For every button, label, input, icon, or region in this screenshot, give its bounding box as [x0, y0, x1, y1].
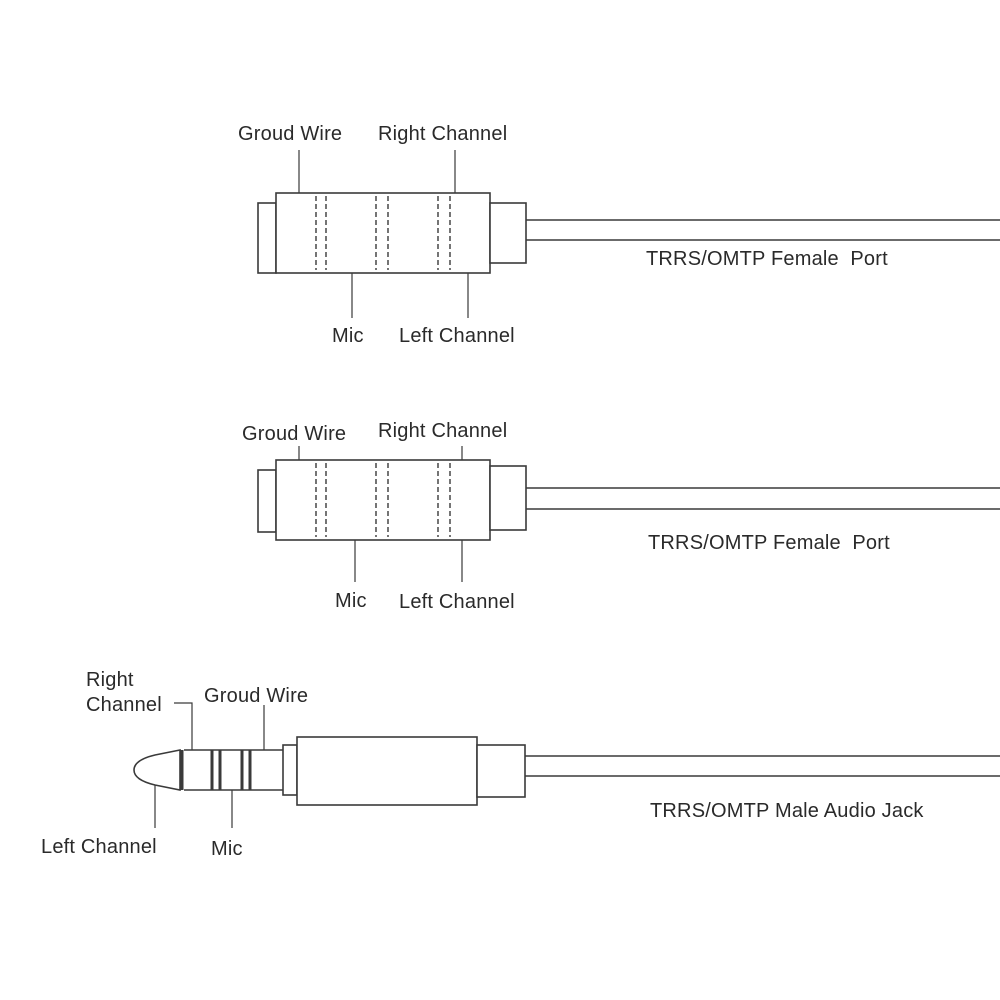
port2-mic-label: Mic	[335, 590, 367, 612]
port1-body	[275, 192, 491, 274]
jack-caption: TRRS/OMTP Male Audio Jack	[650, 800, 924, 822]
port2-strain-relief	[489, 465, 527, 531]
port2-caption: TRRS/OMTP Female Port	[648, 532, 890, 554]
jack-collar	[282, 744, 298, 796]
male-audio-jack: Right Channel Groud Wire Left Channel Mi…	[41, 669, 1000, 860]
jack-right-channel-label-line1: Right	[86, 669, 134, 691]
port2-left-channel-label: Left Channel	[399, 591, 515, 613]
port2-right-channel-label: Right Channel	[378, 420, 507, 442]
jack-left-channel-label: Left Channel	[41, 836, 157, 858]
port2-ground-label: Groud Wire	[242, 423, 346, 445]
port2-socket-cap	[257, 469, 277, 533]
jack-right-channel-label-line2: Channel	[86, 694, 162, 716]
port1-left-channel-label: Left Channel	[399, 325, 515, 347]
jack-ground-label: Groud Wire	[204, 685, 308, 707]
jack-tip	[133, 749, 181, 791]
jack-body	[296, 736, 478, 806]
jack-mic-label: Mic	[211, 838, 243, 860]
female-port-2: Groud Wire Right Channel Mic Left Channe…	[242, 420, 1000, 613]
port1-socket-cap	[257, 202, 277, 274]
port1-strain-relief	[489, 202, 527, 264]
port1-mic-label: Mic	[332, 325, 364, 347]
port1-right-channel-label: Right Channel	[378, 123, 507, 145]
jack-strain-relief	[476, 744, 526, 798]
port1-ground-label: Groud Wire	[238, 123, 342, 145]
port1-caption: TRRS/OMTP Female Port	[646, 248, 888, 270]
female-port-1: Groud Wire Right Channel Mic Left Channe…	[238, 123, 1000, 347]
port2-body	[275, 459, 491, 541]
